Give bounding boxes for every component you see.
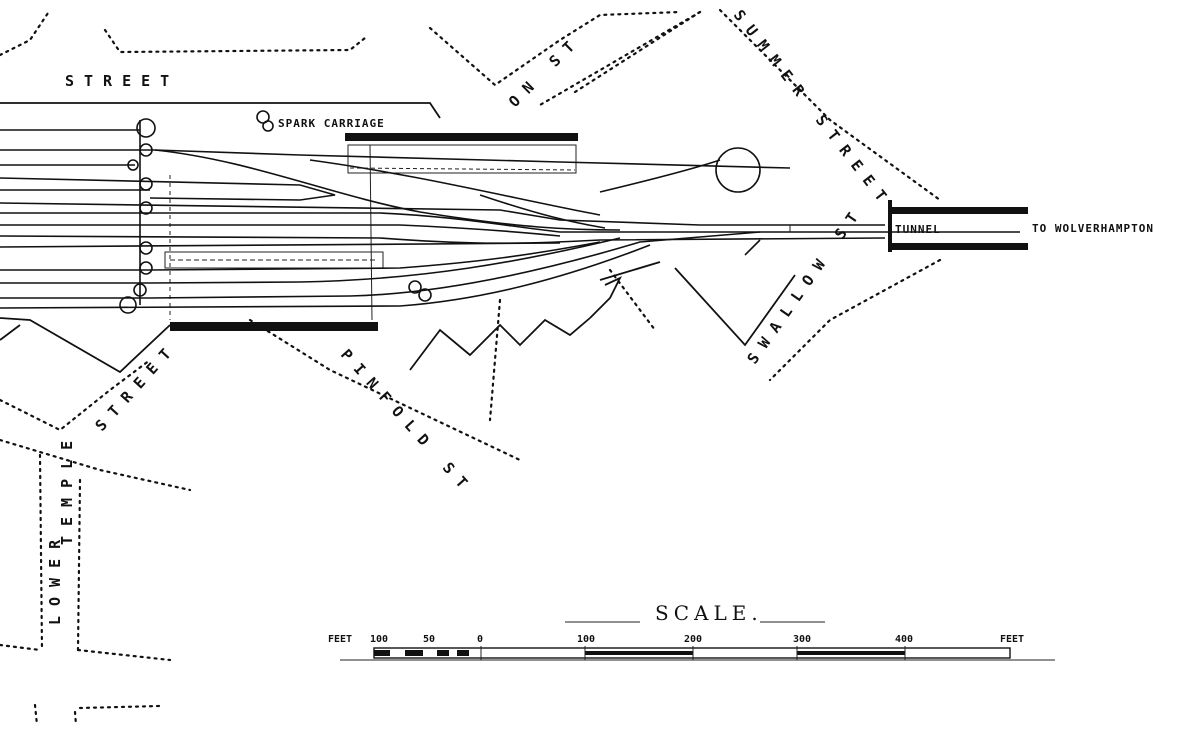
platforms [170,133,1028,331]
scale-tick: 400 [895,634,913,645]
railway-tracks [0,120,1020,309]
spark-carriage-label: SPARK CARRIAGE [278,117,385,130]
street-boundaries [0,8,942,727]
station-frames [164,144,577,321]
street-label-swallow-st: SWALLOW ST [744,201,868,367]
feature-labels: SPARK CARRIAGE TUNNEL TO WOLVERHAMPTON [278,117,1154,236]
street-labels: STREET ON ST SUMMER STREET PINFOLD ST ST… [46,6,896,625]
street-label-top: STREET [65,72,179,90]
street-label-street-left: STREET [92,338,182,435]
scale-tick: 100 [577,634,595,645]
turntables [119,110,761,314]
to-wolverhampton-label: TO WOLVERHAMPTON [1032,222,1154,235]
scale-bar: SCALE. FEET FEET 100 50 0 100 200 300 40… [328,601,1055,661]
scale-tick: 0 [477,634,483,645]
street-label-temple: TEMPLE [58,431,76,545]
street-label-lower: LOWER [46,530,64,625]
scale-tick: 100 [370,634,388,645]
scale-title: SCALE. [655,601,763,625]
scale-left-unit: FEET [328,634,352,645]
street-label-pinfold-st: PINFOLD ST [337,346,478,499]
scale-tick: 50 [423,634,435,645]
scale-tick: 300 [793,634,811,645]
street-label-summer-street: SUMMER STREET [730,6,897,212]
scale-right-unit: FEET [1000,634,1024,645]
scale-tick: 200 [684,634,702,645]
building-outlines [0,102,796,374]
tunnel-label: TUNNEL [895,223,941,236]
